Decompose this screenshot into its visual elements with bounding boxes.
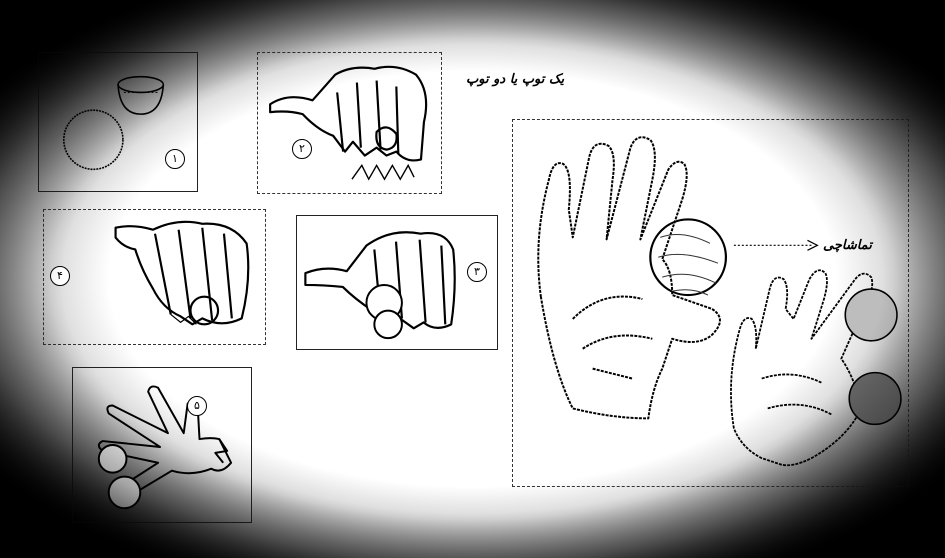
- cup-icon: [118, 77, 163, 114]
- ball-icon: [99, 445, 127, 473]
- ball-icon: [849, 373, 901, 425]
- two-hands-drawing: [513, 120, 908, 486]
- result-panel: تماشاچی: [512, 119, 909, 487]
- step-5-panel: ۵: [72, 367, 252, 523]
- hand-gripping-drawing: [258, 53, 441, 193]
- arrow-head-icon: [807, 240, 817, 250]
- step-1-panel: ۱: [38, 52, 198, 192]
- step-4-badge: ۴: [50, 266, 70, 286]
- ball-icon: [845, 289, 897, 341]
- step-3-badge: ۳: [467, 262, 487, 282]
- step-2-badge: ۲: [292, 139, 312, 159]
- step-3-panel: ۳: [296, 215, 498, 350]
- ball-icon: [64, 110, 123, 169]
- motion-lines: [352, 165, 414, 179]
- step-1-badge: ۱: [165, 149, 185, 169]
- ball-icon: [109, 477, 141, 509]
- ball-icon: [374, 311, 402, 339]
- hand-icon: [538, 137, 720, 418]
- step-4-panel: ۴: [43, 209, 266, 345]
- audience-caption: تماشاچی: [823, 238, 872, 253]
- hand-open-drawing: [73, 368, 251, 522]
- step-5-badge: ۵: [187, 396, 207, 416]
- hand-icon: [116, 222, 249, 324]
- ball-and-cup-drawing: [39, 53, 197, 191]
- hand-palming-drawing: [44, 210, 265, 344]
- step-2-panel: ۲: [257, 52, 442, 194]
- title-caption: یک توپ یا دو توپ: [466, 72, 564, 87]
- ball-icon: [650, 219, 726, 295]
- hand-releasing-drawing: [297, 216, 497, 349]
